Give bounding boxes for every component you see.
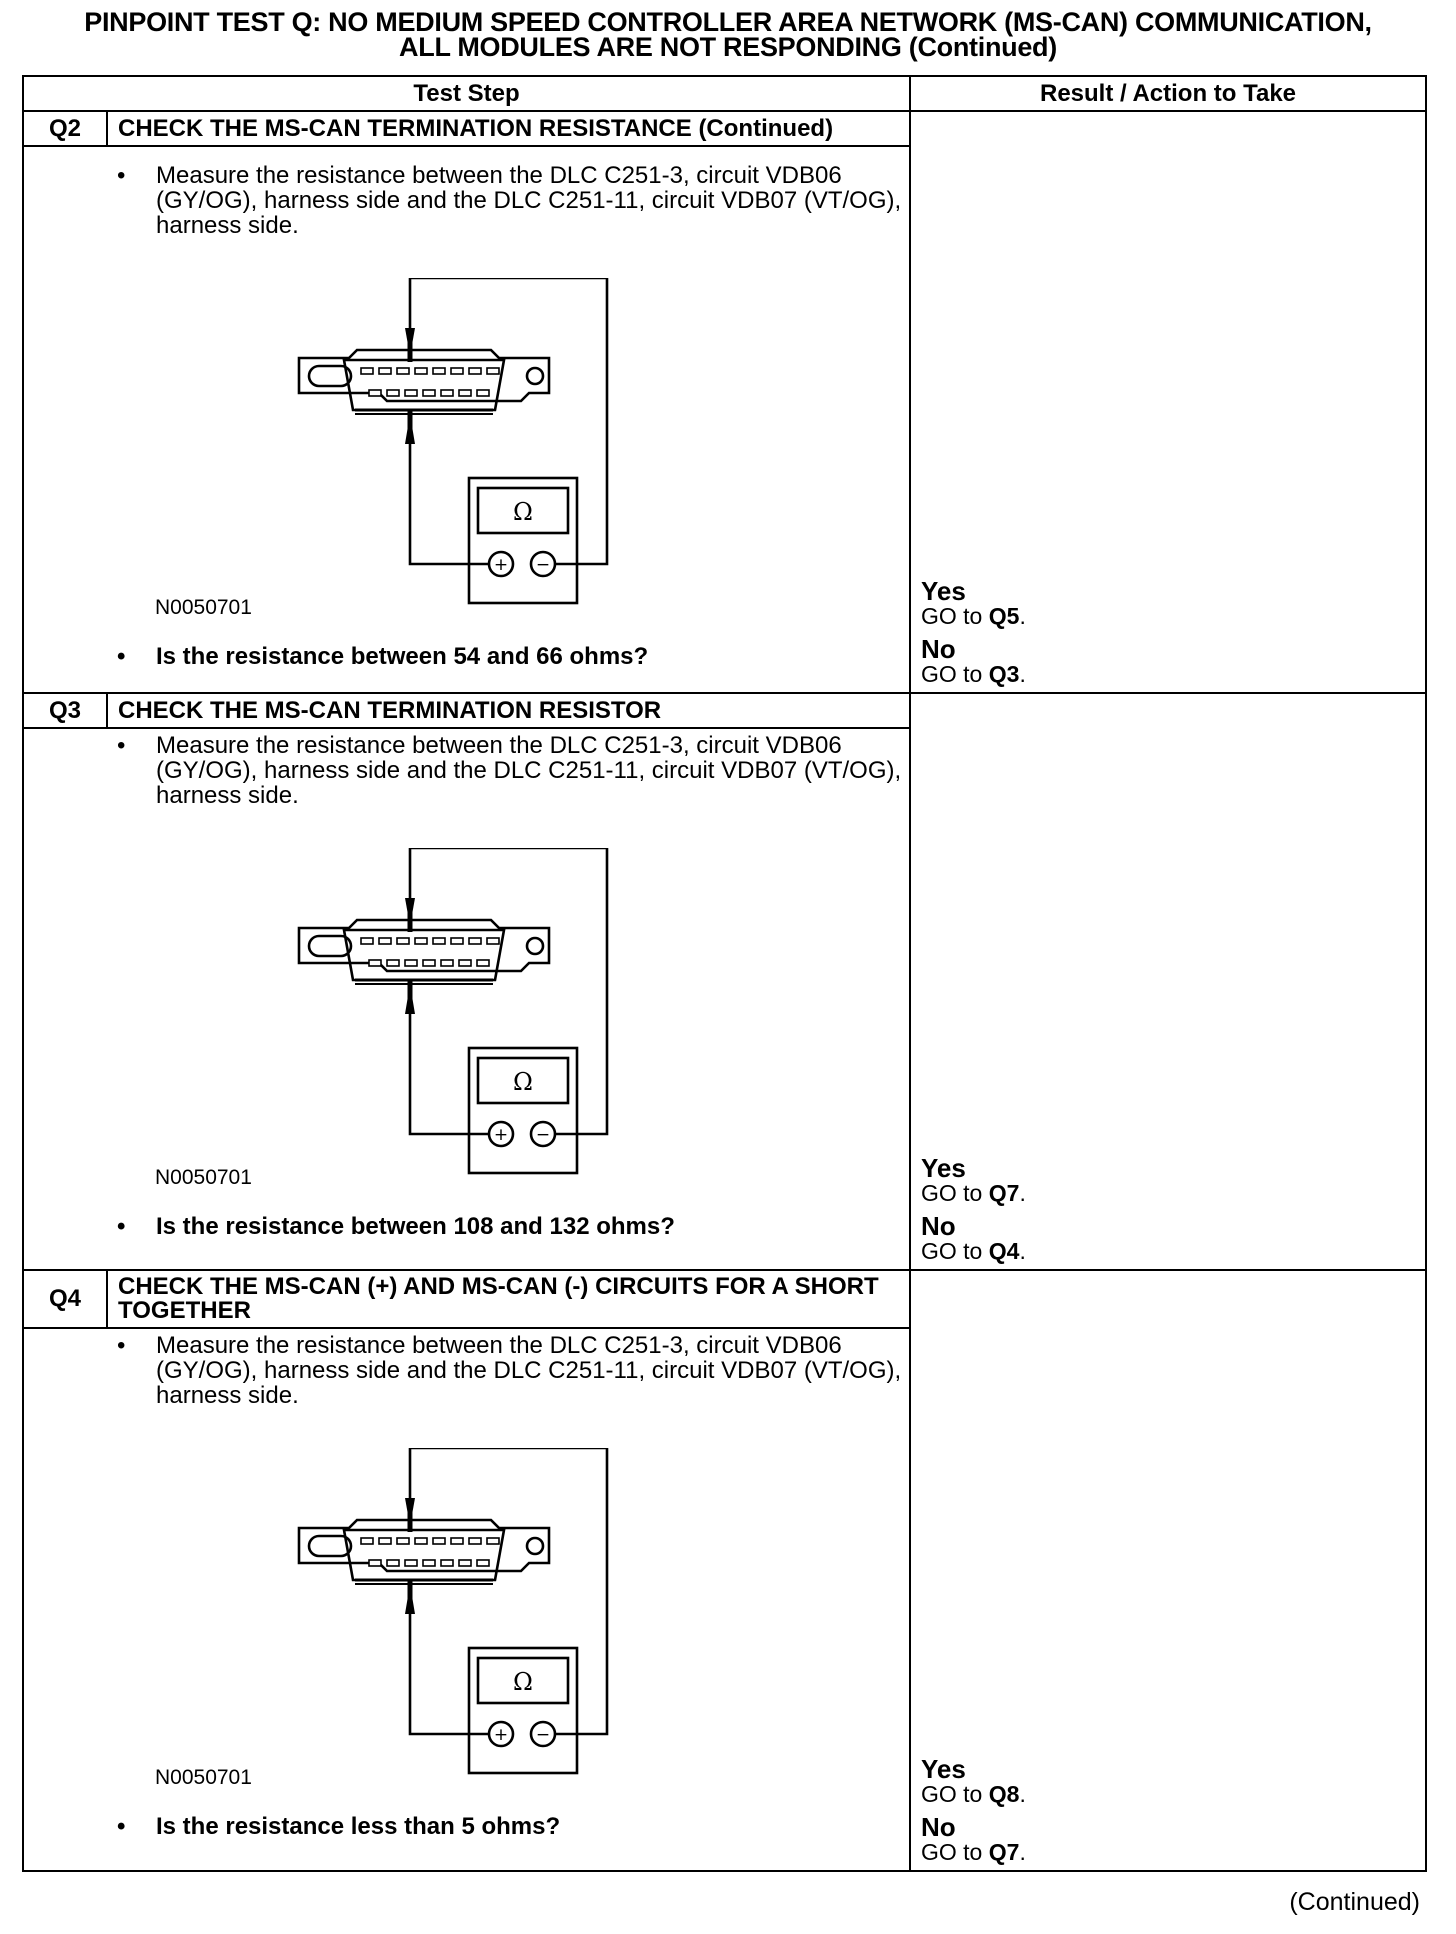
result-yes-action: GO to Q7.: [921, 1180, 1026, 1206]
obd-connector-multimeter-icon: Ω + −: [297, 278, 609, 605]
plus-symbol: +: [494, 1725, 508, 1745]
step-number: Q2: [22, 110, 108, 147]
step-result-q4: Yes GO to Q8. No GO to Q7.: [909, 1269, 1427, 1872]
column-header-result: Result / Action to Take: [909, 75, 1427, 112]
result-yes-action: GO to Q5.: [921, 603, 1026, 629]
result-yes-target-link[interactable]: Q5: [988, 603, 1020, 629]
step-result-q2: Yes GO to Q5. No GO to Q3.: [909, 110, 1427, 694]
figure-id: N0050701: [155, 596, 252, 619]
minus-symbol: −: [536, 555, 550, 575]
step-body-row-q4: Measure the resistance between the DLC C…: [22, 1327, 1426, 1872]
step-result-q3: Yes GO to Q7. No GO to Q4.: [909, 692, 1427, 1271]
step-number: Q3: [22, 692, 108, 729]
result-no-target-link[interactable]: Q3: [988, 661, 1020, 687]
step-question: Is the resistance between 54 and 66 ohms…: [24, 644, 909, 669]
step-title-row-q2: Q2 CHECK THE MS-CAN TERMINATION RESISTAN…: [22, 110, 1427, 694]
table-header-row: Test Step Result / Action to Take: [22, 75, 1427, 112]
minus-symbol: −: [536, 1725, 550, 1745]
step-question: Is the resistance less than 5 ohms?: [24, 1814, 909, 1839]
step-body-q2: Measure the resistance between the DLC C…: [22, 145, 911, 694]
plus-symbol: +: [494, 1125, 508, 1145]
step-instruction: Measure the resistance between the DLC C…: [24, 1333, 909, 1408]
result-yes-target-link[interactable]: Q7: [988, 1180, 1020, 1206]
step-question: Is the resistance between 108 and 132 oh…: [24, 1214, 909, 1239]
result-no-label: No: [921, 634, 956, 664]
pinpoint-test-table: Test Step Result / Action to Take Q2 CHE…: [22, 75, 1427, 1872]
step-instruction: Measure the resistance between the DLC C…: [24, 163, 909, 238]
result-yes-label: Yes: [921, 576, 966, 606]
step-instruction: Measure the resistance between the DLC C…: [24, 733, 909, 808]
step-body-q3: Measure the resistance between the DLC C…: [22, 727, 911, 1271]
column-header-test-step: Test Step: [22, 75, 911, 112]
figure-id: N0050701: [155, 1766, 252, 1789]
result-no-action: GO to Q7.: [921, 1839, 1026, 1865]
step-title-row-q3: Q3 CHECK THE MS-CAN TERMINATION RESISTOR…: [22, 692, 1427, 1271]
step-number: Q4: [22, 1269, 108, 1329]
ohm-symbol: Ω: [513, 1668, 533, 1696]
result-no-target-link[interactable]: Q4: [988, 1238, 1020, 1264]
result-yes-action: GO to Q8.: [921, 1781, 1026, 1807]
step-title: CHECK THE MS-CAN TERMINATION RESISTANCE …: [106, 110, 911, 147]
step-title: CHECK THE MS-CAN TERMINATION RESISTOR: [106, 692, 911, 729]
step-body-q4: Measure the resistance between the DLC C…: [22, 1327, 911, 1872]
step-body-row-q3: Measure the resistance between the DLC C…: [22, 727, 1426, 1271]
step-title-row-q4: Q4 CHECK THE MS-CAN (+) AND MS-CAN (-) C…: [22, 1269, 1427, 1872]
step-title: CHECK THE MS-CAN (+) AND MS-CAN (-) CIRC…: [106, 1269, 911, 1329]
page-title-line-2: ALL MODULES ARE NOT RESPONDING (Continue…: [399, 32, 1057, 62]
result-yes-label: Yes: [921, 1754, 966, 1784]
result-no-action: GO to Q4.: [921, 1238, 1026, 1264]
obd-connector-multimeter-icon: Ω + −: [297, 1448, 609, 1775]
result-no-action: GO to Q3.: [921, 661, 1026, 687]
minus-symbol: −: [536, 1125, 550, 1145]
result-no-target-link[interactable]: Q7: [988, 1839, 1020, 1865]
continued-note: (Continued): [1289, 1888, 1420, 1916]
result-no-label: No: [921, 1211, 956, 1241]
page-title-line-1: PINPOINT TEST Q: NO MEDIUM SPEED CONTROL…: [84, 7, 1372, 37]
plus-symbol: +: [494, 555, 508, 575]
page-title: PINPOINT TEST Q: NO MEDIUM SPEED CONTROL…: [20, 7, 1436, 62]
result-no-label: No: [921, 1812, 956, 1842]
result-yes-label: Yes: [921, 1153, 966, 1183]
ohm-symbol: Ω: [513, 498, 533, 526]
figure-id: N0050701: [155, 1166, 252, 1189]
result-yes-target-link[interactable]: Q8: [988, 1781, 1020, 1807]
step-body-row-q2: Measure the resistance between the DLC C…: [22, 145, 1426, 694]
ohm-symbol: Ω: [513, 1068, 533, 1096]
obd-connector-multimeter-icon: Ω + −: [297, 848, 609, 1175]
